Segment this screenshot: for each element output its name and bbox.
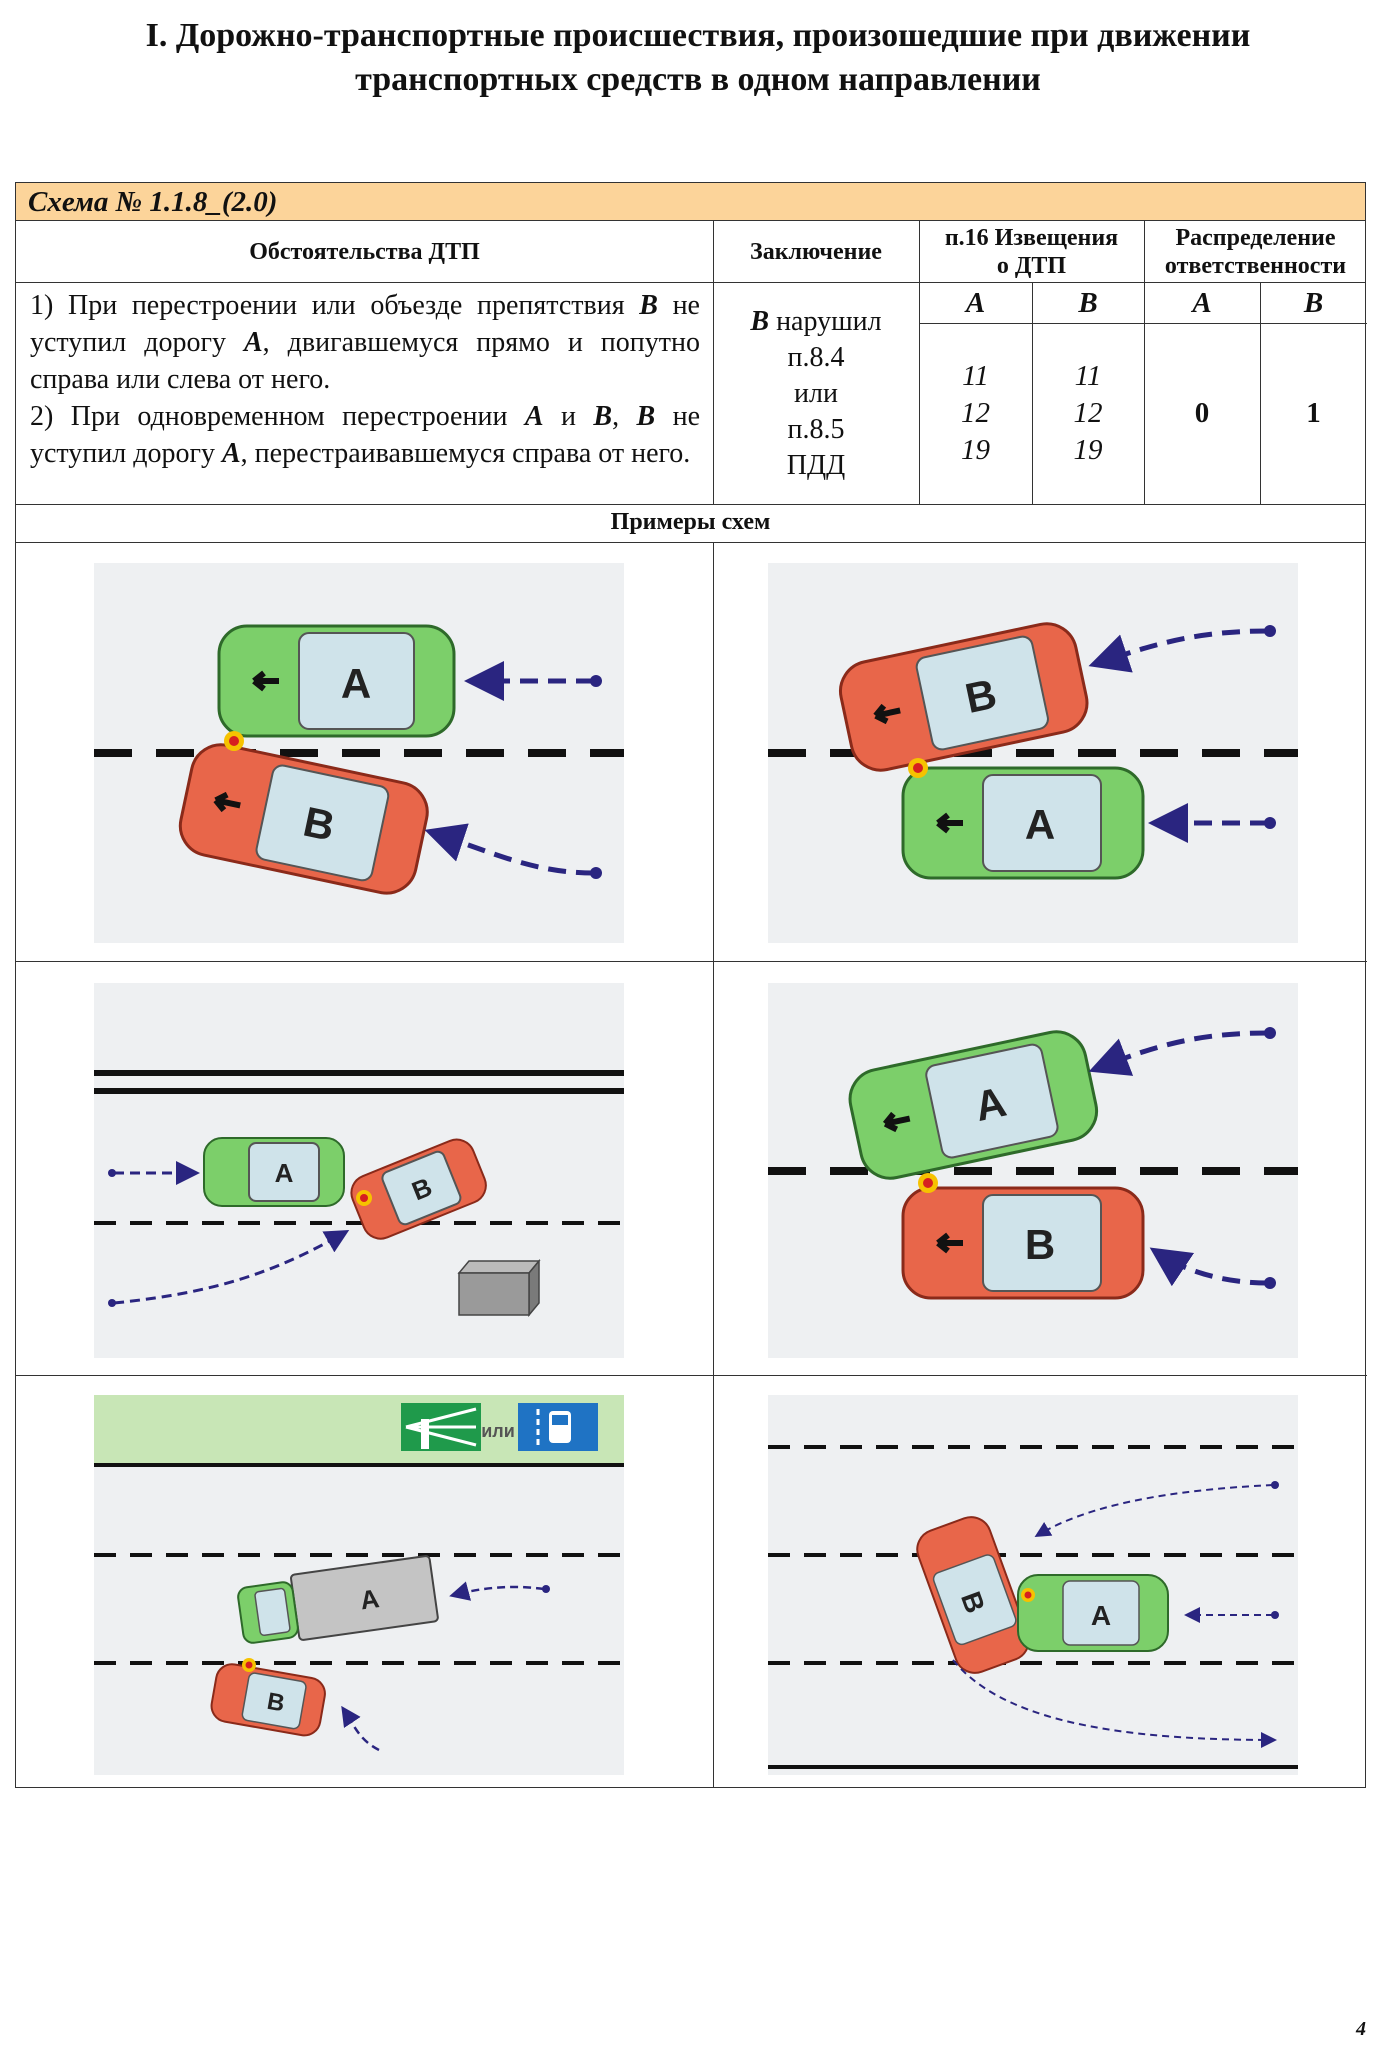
car-b: B — [916, 1516, 1030, 1674]
example-diagram-4: A B — [768, 983, 1298, 1358]
example-diagram-6: B A — [768, 1395, 1298, 1775]
svg-text:A: A — [1025, 801, 1055, 848]
scheme-header-row: Схема № 1.1.8_(2.0) — [16, 183, 1365, 221]
notice-code-a-3: 19 — [961, 434, 990, 466]
page-title-line-1: I. Дорожно-транспортные происшествия, пр… — [145, 17, 1251, 54]
notice-code-a-1: 11 — [962, 360, 989, 392]
car-b: B — [178, 743, 429, 895]
header-conclusion: Заключение — [750, 238, 882, 265]
car-a: A — [1017, 1574, 1169, 1652]
svg-text:B: B — [1025, 1221, 1055, 1268]
conclusion-violator: В нарушил — [750, 305, 882, 337]
circumstances-text: 1) При перестроении или объезде препятст… — [30, 287, 700, 472]
car-a: A — [848, 1030, 1099, 1180]
car-b: B — [901, 1186, 1145, 1300]
conclusion-clause-2: п.8.5 — [787, 413, 845, 445]
examples-label: Примеры схем — [610, 509, 771, 535]
header-responsibility: Распределение ответственности — [1144, 221, 1367, 282]
header-notice-line-1: п.16 Извещения — [944, 224, 1119, 251]
car-b-trajectory — [341, 1705, 380, 1752]
responsibility-col-b: В — [1303, 286, 1324, 319]
table-body-row: 1) При перестроении или объезде препятст… — [16, 283, 1367, 505]
car-b-trajectory — [1034, 1484, 1274, 1538]
sign-or-text: или — [481, 1421, 515, 1441]
car-a: A — [901, 766, 1145, 880]
responsibility-col-a: А — [1192, 286, 1212, 319]
car-a: A — [203, 1137, 345, 1207]
car-b: B — [350, 1138, 487, 1240]
conclusion-cell: В нарушил п.8.4 или п.8.5 ПДД — [713, 283, 919, 504]
page-number: 4 — [1356, 2018, 1366, 2040]
responsibility-a-value: 0 — [1194, 397, 1210, 429]
svg-text:B: B — [265, 1688, 287, 1718]
car-b-path-continuation — [952, 1659, 1277, 1748]
notice-code-b-1: 11 — [1074, 360, 1102, 392]
notice-col-a: А — [965, 286, 986, 319]
example-diagram-1: A B — [94, 563, 624, 943]
dedicated-lane-sign-icon — [401, 1403, 481, 1451]
conclusion-clause-1: п.8.4 — [787, 341, 845, 373]
header-responsibility-line-1: Распределение — [1175, 224, 1336, 251]
example-diagram-3: A B — [94, 983, 624, 1358]
notice-code-b-2: 12 — [1073, 397, 1103, 429]
truck-a: A — [237, 1555, 439, 1644]
conclusion-or: или — [794, 377, 838, 409]
car-b: B — [839, 622, 1089, 772]
svg-text:A: A — [358, 1583, 381, 1615]
notice-codes-b: 11 12 19 — [1032, 323, 1144, 504]
svg-text:A: A — [341, 660, 371, 707]
examples-label-row: Примеры схем — [16, 505, 1365, 543]
car-b-trajectory — [113, 1230, 350, 1305]
conclusion-rules: ПДД — [786, 449, 846, 481]
header-notice-line-2: о ДТП — [996, 252, 1067, 279]
obstacle-block — [457, 1258, 541, 1318]
notice-codes-a: 11 12 19 — [919, 323, 1032, 504]
notice-col-b: В — [1078, 286, 1098, 319]
example-diagram-5: или A B — [94, 1395, 624, 1775]
car-a-trajectory — [1088, 1030, 1269, 1076]
header-responsibility-line-2: ответственности — [1164, 252, 1347, 279]
table-header-row: Обстоятельства ДТП Заключение п.16 Извещ… — [16, 221, 1365, 283]
road-surface — [94, 983, 624, 1358]
svg-text:A: A — [275, 1158, 294, 1188]
header-notice: п.16 Извещения о ДТП — [919, 221, 1144, 282]
car-b-trajectory — [424, 823, 595, 876]
truck-a-trajectory — [449, 1581, 545, 1601]
page-title: I. Дорожно-транспортные происшествия, пр… — [40, 14, 1356, 102]
car-a: A — [217, 624, 456, 738]
header-circumstances: Обстоятельства ДТП — [249, 238, 480, 265]
car-b-trajectory — [1088, 628, 1269, 673]
scheme-title: Схема № 1.1.8_(2.0) — [28, 186, 278, 218]
notice-code-b-3: 19 — [1073, 434, 1103, 466]
example-diagram-2: B A — [768, 563, 1298, 943]
bus-lane-sign-icon — [518, 1403, 598, 1451]
page-title-line-2: транспортных средств в одном направлении — [355, 61, 1041, 98]
car-b-trajectory — [1149, 1247, 1269, 1287]
svg-text:A: A — [1091, 1600, 1111, 1631]
notice-code-a-2: 12 — [961, 397, 990, 429]
responsibility-b-value: 1 — [1306, 397, 1321, 429]
circumstance-item-2: 2) При одновременном перестроении А и В,… — [30, 401, 701, 469]
circumstance-item-1: 1) При перестроении или объезде препятст… — [30, 290, 700, 395]
scheme-table: Схема № 1.1.8_(2.0) Обстоятельства ДТП З… — [15, 182, 1367, 1788]
car-b: B — [210, 1663, 326, 1737]
